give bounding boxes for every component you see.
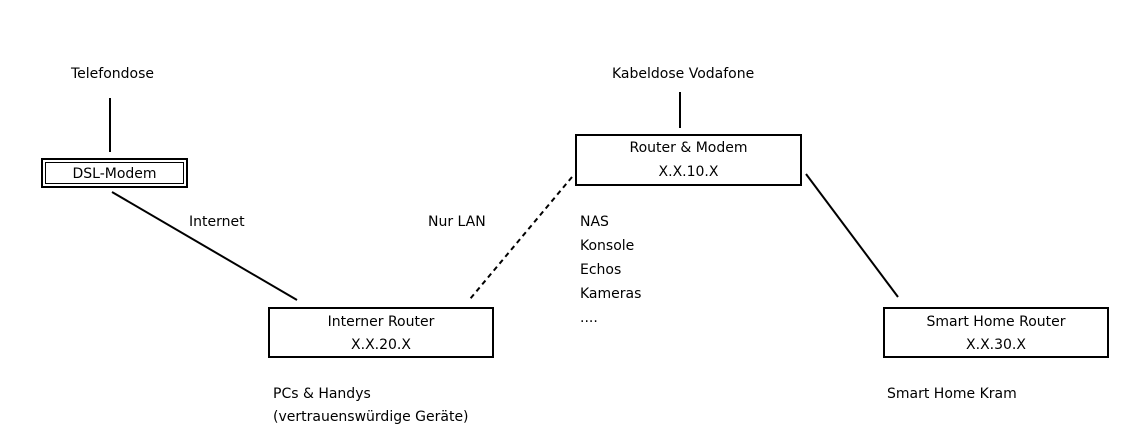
internet-link-label: Internet bbox=[189, 214, 245, 230]
list-item: Kameras bbox=[580, 286, 642, 302]
kabeldose-label: Kabeldose Vodafone bbox=[612, 66, 755, 82]
dsl-modem-name: DSL-Modem bbox=[72, 166, 157, 182]
router-to-smarthome-router-line bbox=[805, 173, 899, 298]
internal-clients-line1: PCs & Handys bbox=[273, 386, 371, 402]
list-item: Echos bbox=[580, 262, 622, 278]
list-item: Konsole bbox=[580, 238, 635, 254]
router-modem-subnet: X.X.10.X bbox=[658, 164, 719, 180]
internal-router-box: Interner Router X.X.20.X bbox=[268, 307, 494, 358]
list-item: NAS bbox=[580, 214, 609, 230]
dsl-modem-box: DSL-Modem bbox=[41, 158, 188, 188]
smarthome-router-subnet: X.X.30.X bbox=[966, 337, 1026, 353]
smarthome-clients-label: Smart Home Kram bbox=[887, 386, 1017, 402]
internal-clients-line2: (vertrauenswürdige Geräte) bbox=[273, 409, 469, 425]
smarthome-router-name: Smart Home Router bbox=[926, 314, 1066, 330]
dsl-modem-to-internal-router-line bbox=[111, 191, 298, 301]
router-modem-name: Router & Modem bbox=[629, 140, 748, 156]
router-to-internal-router-dashed-line bbox=[469, 176, 573, 300]
smarthome-router-box: Smart Home Router X.X.30.X bbox=[883, 307, 1109, 358]
lan-device-list: NAS Konsole Echos Kameras .... bbox=[580, 210, 641, 330]
internal-router-name: Interner Router bbox=[327, 314, 435, 330]
router-modem-box: Router & Modem X.X.10.X bbox=[575, 134, 802, 186]
internal-clients-label: PCs & Handys (vertrauenswürdige Geräte) bbox=[273, 386, 469, 426]
telefondose-label: Telefondose bbox=[71, 66, 155, 82]
lan-only-link-label: Nur LAN bbox=[428, 214, 486, 230]
internal-router-subnet: X.X.20.X bbox=[351, 337, 411, 353]
list-item: .... bbox=[580, 310, 598, 326]
